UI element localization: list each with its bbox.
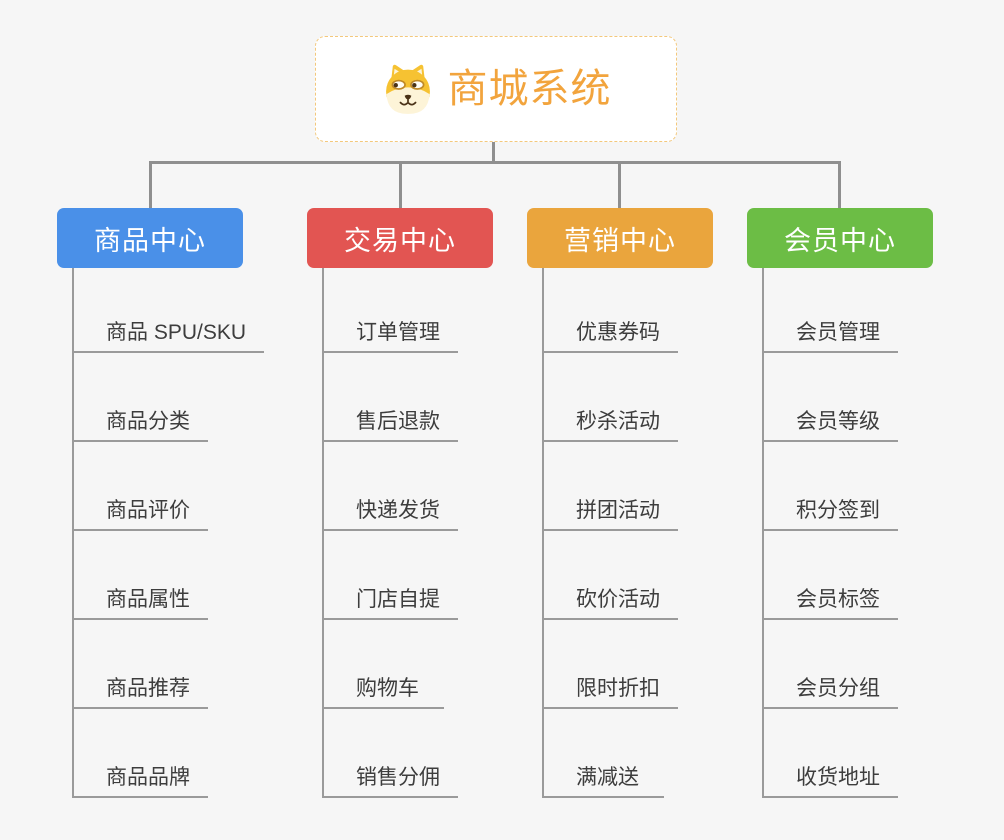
list-item[interactable]: 收货地址 [764, 709, 898, 798]
branch-list-trade: 订单管理 售后退款 快递发货 门店自提 购物车 销售分佣 [322, 268, 557, 798]
list-item[interactable]: 拼团活动 [544, 442, 678, 531]
list-item[interactable]: 会员标签 [764, 531, 898, 620]
list-item[interactable]: 销售分佣 [324, 709, 458, 798]
list-item[interactable]: 限时折扣 [544, 620, 678, 709]
list-item[interactable]: 优惠券码 [544, 268, 678, 353]
branch-header-member-center[interactable]: 会员中心 [747, 208, 933, 268]
branch-header-product-center[interactable]: 商品中心 [57, 208, 243, 268]
list-item[interactable]: 商品评价 [74, 442, 208, 531]
root-title: 商城系统 [447, 67, 612, 111]
branch-member-center: 会员中心 会员管理 会员等级 积分签到 会员标签 会员分组 收货地址 [747, 208, 997, 798]
branch-product-center: 商品中心 商品 SPU/SKU 商品分类 商品评价 商品属性 商品推荐 商品品牌 [57, 208, 307, 798]
branch-header-marketing-center[interactable]: 营销中心 [527, 208, 713, 268]
branch-list-member: 会员管理 会员等级 积分签到 会员标签 会员分组 收货地址 [762, 268, 997, 798]
list-item[interactable]: 快递发货 [324, 442, 458, 531]
branch-list-product: 商品 SPU/SKU 商品分类 商品评价 商品属性 商品推荐 商品品牌 [72, 268, 307, 798]
list-item[interactable]: 商品属性 [74, 531, 208, 620]
list-item[interactable]: 商品分类 [74, 353, 208, 442]
branch-trade-center: 交易中心 订单管理 售后退款 快递发货 门店自提 购物车 销售分佣 [307, 208, 557, 798]
branch-header-trade-center[interactable]: 交易中心 [307, 208, 493, 268]
list-item[interactable]: 购物车 [324, 620, 444, 709]
list-item[interactable]: 订单管理 [324, 268, 458, 353]
list-item[interactable]: 会员分组 [764, 620, 898, 709]
list-item[interactable]: 秒杀活动 [544, 353, 678, 442]
connector-horizontal-bar [149, 161, 841, 164]
connector-root-drop [492, 142, 495, 163]
list-item[interactable]: 砍价活动 [544, 531, 678, 620]
connector-drop-marketing [618, 162, 621, 208]
branch-list-marketing: 优惠券码 秒杀活动 拼团活动 砍价活动 限时折扣 满减送 [542, 268, 777, 798]
root-node[interactable]: 商城系统 [315, 36, 677, 142]
list-item[interactable]: 售后退款 [324, 353, 458, 442]
list-item[interactable]: 商品 SPU/SKU [74, 268, 265, 353]
connector-drop-product [149, 162, 152, 208]
list-item[interactable]: 商品推荐 [74, 620, 208, 709]
branch-marketing-center: 营销中心 优惠券码 秒杀活动 拼团活动 砍价活动 限时折扣 满减送 [527, 208, 777, 798]
list-item[interactable]: 商品品牌 [74, 709, 208, 798]
list-item[interactable]: 满减送 [544, 709, 664, 798]
list-item[interactable]: 会员等级 [764, 353, 898, 442]
list-item[interactable]: 门店自提 [324, 531, 458, 620]
list-item[interactable]: 会员管理 [764, 268, 898, 353]
connector-drop-trade [399, 162, 402, 208]
shiba-dog-icon [385, 64, 430, 114]
connector-drop-member [838, 162, 841, 208]
list-item[interactable]: 积分签到 [764, 442, 898, 531]
